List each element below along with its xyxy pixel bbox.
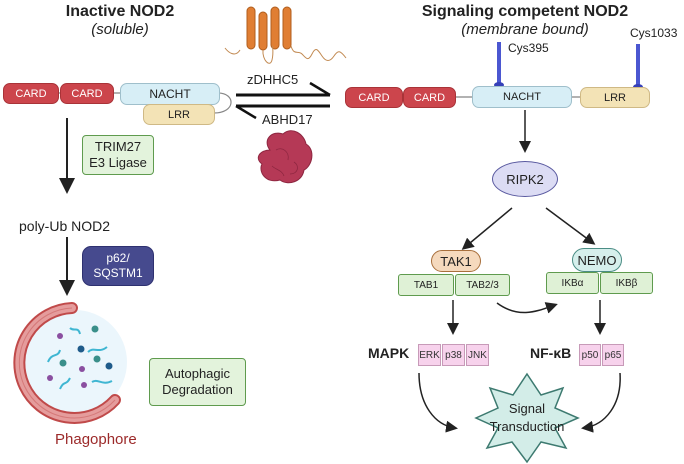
inactive-subtitle: (soluble) bbox=[91, 21, 149, 38]
tak1-node: TAK1 bbox=[431, 250, 481, 272]
left-nacht: NACHT bbox=[120, 83, 220, 105]
ikbb-box: IKBβ bbox=[600, 272, 653, 294]
right-card-1: CARD bbox=[345, 87, 403, 108]
ikba-box: IKBα bbox=[546, 272, 599, 294]
left-card-2: CARD bbox=[60, 83, 114, 104]
tab1-box: TAB1 bbox=[398, 274, 454, 296]
p62-label: p62/ bbox=[106, 251, 130, 265]
jnk-box: JNK bbox=[466, 344, 489, 366]
degradation-label: Degradation bbox=[162, 382, 233, 397]
left-lrr: LRR bbox=[143, 104, 215, 125]
p65-box: p65 bbox=[602, 344, 624, 366]
zdhhc5-label: zDHHC5 bbox=[247, 72, 299, 87]
abhd17-enzyme-icon bbox=[257, 130, 313, 184]
erk-box: ERK bbox=[418, 344, 441, 366]
mapk-label: MAPK bbox=[368, 345, 410, 361]
phagophore-icon bbox=[13, 302, 127, 424]
nemo-node: NEMO bbox=[572, 248, 622, 272]
p50-box: p50 bbox=[579, 344, 601, 366]
nfkb-label: NF-κB bbox=[530, 345, 572, 361]
signal-label: Signal bbox=[508, 401, 546, 416]
abhd17-label: ABHD17 bbox=[262, 112, 313, 127]
trim27-sublabel: E3 Ligase bbox=[89, 155, 147, 170]
signal-transduction-star bbox=[474, 372, 580, 464]
right-lrr: LRR bbox=[580, 87, 650, 108]
cys395-label: Cys395 bbox=[508, 41, 549, 55]
inactive-title: Inactive NOD2 bbox=[65, 3, 175, 20]
signaling-title: Signaling competent NOD2 bbox=[421, 3, 629, 20]
left-card-1: CARD bbox=[3, 83, 59, 104]
signaling-subtitle: (membrane bound) bbox=[461, 21, 589, 38]
right-card-2: CARD bbox=[403, 87, 456, 108]
p62-box: p62/ SQSTM1 bbox=[82, 246, 154, 286]
right-nacht: NACHT bbox=[472, 86, 572, 108]
ripk2-node: RIPK2 bbox=[492, 161, 558, 197]
p38-box: p38 bbox=[442, 344, 465, 366]
tab23-box: TAB2/3 bbox=[455, 274, 510, 296]
trim27-box: TRIM27 E3 Ligase bbox=[82, 135, 154, 175]
trim27-label: TRIM27 bbox=[94, 139, 142, 154]
zdhhc5-enzyme-icon bbox=[224, 6, 347, 64]
autophagic-degradation-box: Autophagic Degradation bbox=[149, 358, 246, 406]
p62-sublabel: SQSTM1 bbox=[93, 266, 143, 280]
cys1033-label: Cys1033 bbox=[630, 26, 678, 40]
autophagic-label: Autophagic bbox=[164, 366, 231, 381]
transduction-label: Transduction bbox=[489, 419, 565, 434]
phagophore-label: Phagophore bbox=[55, 431, 137, 448]
signal-transduction-label: Signal Transduction bbox=[477, 400, 577, 436]
polyub-label: poly-Ub NOD2 bbox=[19, 218, 111, 234]
